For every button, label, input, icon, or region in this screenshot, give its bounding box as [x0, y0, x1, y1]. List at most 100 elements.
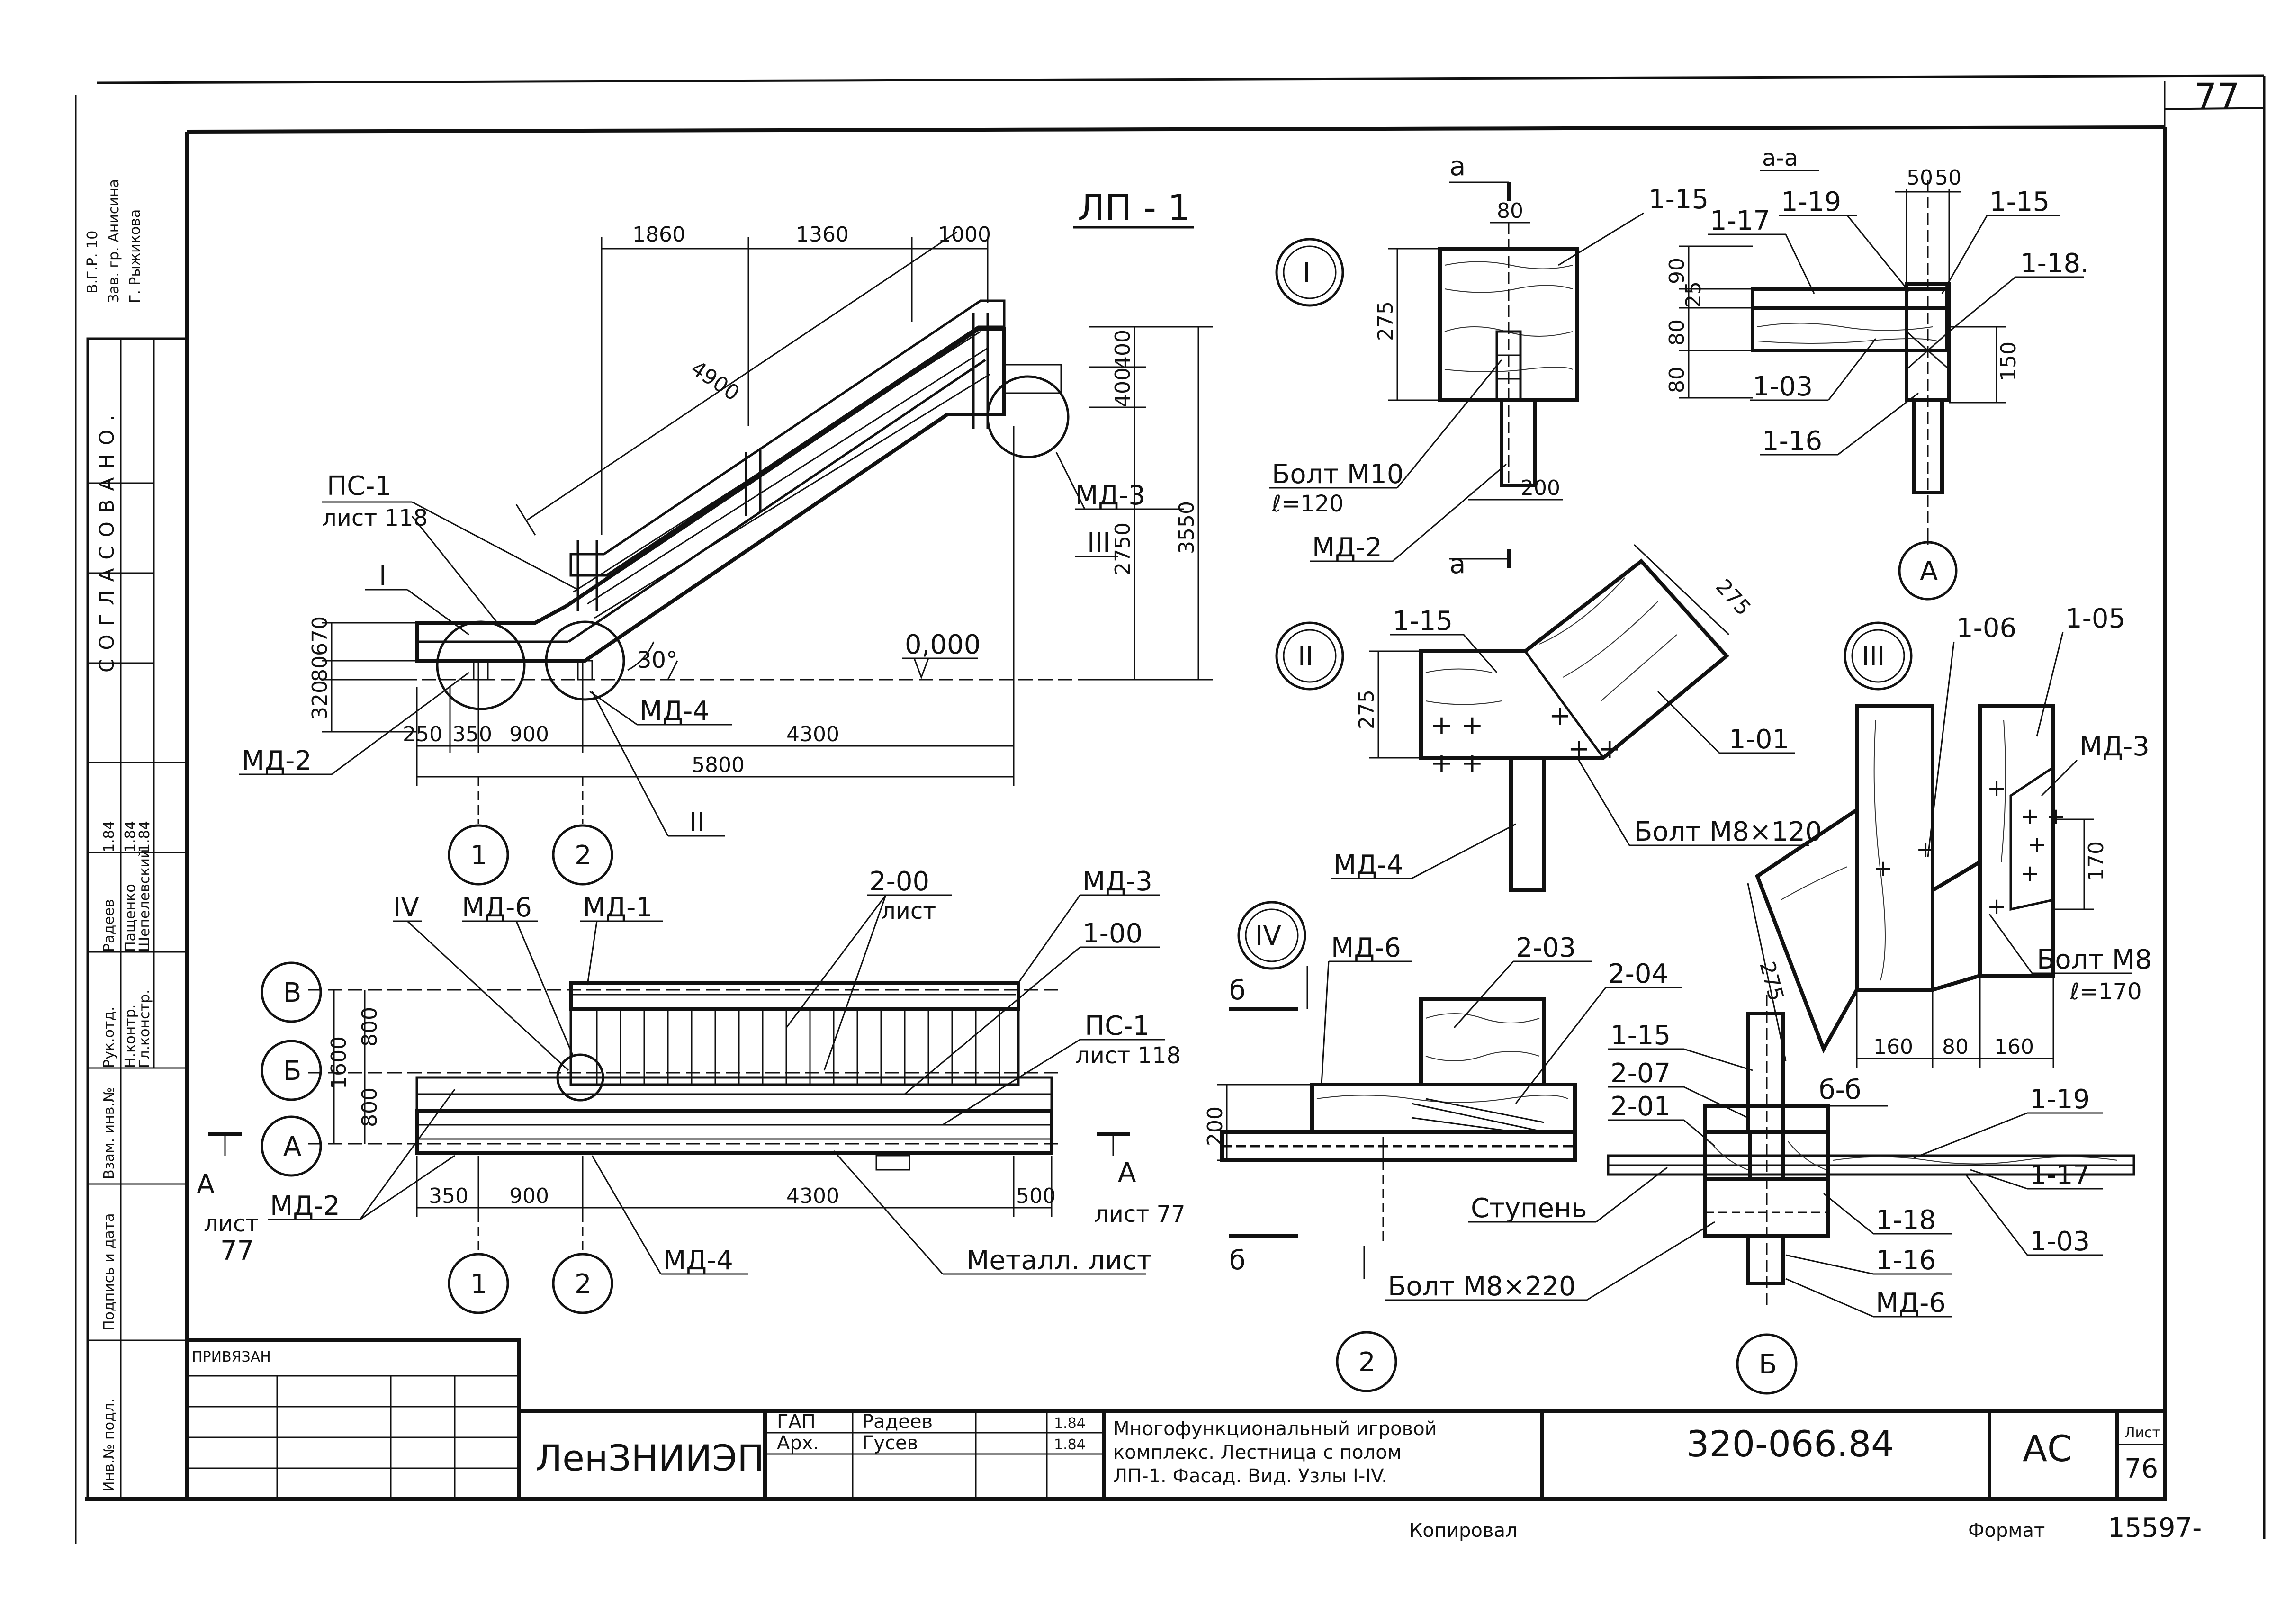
node-4-cut-top: б [1229, 975, 1246, 1006]
signer-name-3: Шепелевский [136, 849, 153, 952]
node-4-label-md6: МД-6 [1331, 933, 1401, 963]
node-2-dim-1: 275 [1355, 690, 1379, 729]
section-aa-title: а-а [1762, 145, 1798, 171]
plan-callout-iv: IV [393, 892, 419, 923]
page-number: 77 [2194, 75, 2240, 117]
dim-left-3: 320 [308, 680, 332, 720]
dim-left-1: 670 [308, 616, 332, 656]
angle-label: 30° [637, 647, 677, 673]
node-3-label-l170: ℓ=170 [2069, 978, 2142, 1005]
node-ref-1: I [379, 561, 387, 592]
main-axis-2: 2 [575, 840, 592, 871]
dim-top-2: 1360 [796, 223, 849, 247]
callout-list118: лист 118 [322, 505, 428, 531]
node-4-label-203: 2-03 [1516, 933, 1576, 963]
title-code: 320-066.84 [1686, 1423, 1894, 1465]
plan-callout-md3: МД-3 [1082, 866, 1152, 897]
node-ref-3: III [1087, 528, 1111, 558]
dim-bottom-4: 4300 [786, 722, 839, 746]
node-2-label-115: 1-15 [1393, 606, 1453, 637]
node-3-label-bolt: Болт М8 [2037, 944, 2152, 975]
svg-text:+ +: + + [1430, 748, 1484, 779]
signer-date-1: 1.84 [101, 821, 117, 852]
dim-total: 5800 [692, 753, 745, 777]
callout-md4: МД-4 [639, 696, 710, 727]
footer-copied: Копировал [1409, 1520, 1518, 1542]
plan-section-right-list: лист 77 [1094, 1201, 1186, 1228]
svg-text:+: + [2027, 832, 2046, 858]
strip-note-3: Г. Рыжикова [127, 209, 144, 303]
section-aa-dim-6: 80 [1665, 367, 1689, 393]
plan-callout-list118: лист 118 [1075, 1042, 1181, 1069]
plan-callout-md2: МД-2 [270, 1191, 340, 1221]
node-1-dim-2: 275 [1374, 301, 1398, 341]
node-3-dim-5: 160 [1994, 1035, 2034, 1059]
svg-text:+: + [1916, 836, 1935, 863]
main-view-title: ЛП - 1 [1078, 187, 1190, 229]
node-3: III + + + + + + + + 275 170 160 80 160 1… [1747, 603, 2152, 1107]
dim-right-1: 400 [1111, 330, 1135, 369]
field-inv-podl: Инв.№ подл. [101, 1399, 117, 1492]
plan-callout-md4: МД-4 [663, 1245, 733, 1276]
plan-dim-bottom-1: 350 [429, 1184, 468, 1208]
node-1-cut-bottom: а [1449, 549, 1466, 580]
dim-flight: 4900 [686, 356, 744, 406]
plan-dim-bottom-4: 500 [1016, 1184, 1056, 1208]
dim-right-3: 2750 [1111, 522, 1135, 575]
node-2-bolts: + + + + + + + [1430, 700, 1621, 779]
plan-dim-left-2: 1600 [327, 1036, 351, 1089]
dim-right-4: 3550 [1175, 501, 1199, 554]
signer-role-3: Гл.констр. [136, 989, 153, 1068]
section-aa-label-117: 1-17 [1710, 206, 1770, 236]
staff-name-1: Радеев [862, 1411, 933, 1433]
staff-role-2: Арх. [777, 1432, 819, 1454]
sheet-frame: 77 [75, 74, 2266, 1544]
footer-format: Формат [1968, 1520, 2045, 1542]
section-aa-dim-2: 50 [1935, 166, 1961, 190]
dim-right-2: 400 [1111, 368, 1135, 407]
dim-bottom-3: 900 [509, 722, 549, 746]
strip-note-1: В.Г.Р. 10 [84, 231, 101, 294]
plan-view: В Б А 800 1600 800 350 900 4300 500 1 2 … [197, 866, 1186, 1314]
node-1-label-115: 1-15 [1648, 184, 1709, 215]
node-4-cut-bottom: б [1229, 1245, 1246, 1276]
node-3-dim-4: 80 [1942, 1035, 1969, 1059]
node-3-dim-2: 275 [1754, 959, 1788, 1004]
plan-row-b: Б [283, 1056, 301, 1086]
node-1-id: I [1303, 258, 1311, 288]
node-4-label-117: 1-17 [2030, 1160, 2090, 1191]
plan-section-right-letter: А [1118, 1157, 1136, 1188]
title-org: ЛенЗНИИЭП [535, 1437, 764, 1479]
staff-role-1: ГАП [777, 1411, 816, 1433]
node-4-axis-2: 2 [1358, 1347, 1376, 1378]
node-4-label-119: 1-19 [2030, 1084, 2090, 1115]
section-aa-dim-7: 150 [1997, 341, 2021, 381]
node-4-axis-b: Б [1759, 1349, 1777, 1380]
title-bound: ПРИВЯЗАН [192, 1349, 271, 1365]
node-1-label-l120: ℓ=120 [1271, 491, 1344, 517]
svg-text:+ +: + + [1430, 710, 1484, 741]
plan-section-left-letter: А [197, 1169, 215, 1200]
plan-callout-200: 2-00 [869, 866, 929, 897]
dim-left-2: 80 [308, 655, 332, 682]
node-4: IV б б 200 2 МД-6 2-03 2-04 [1203, 901, 2135, 1395]
staff-date-1: 1.84 [1054, 1415, 1086, 1432]
svg-text:+: + [1873, 855, 1892, 882]
main-elevation-view: ЛП - 1 30° 0,000 [239, 187, 1213, 886]
section-aa-dim-1: 50 [1907, 166, 1933, 190]
node-3-label-106: 1-06 [1956, 613, 2016, 644]
node-4-label-bolt: Болт М8×220 [1388, 1271, 1576, 1302]
title-sheet: 76 [2124, 1454, 2158, 1484]
plan-section-left-num: 77 [220, 1236, 254, 1266]
signer-date-3: 1.84 [136, 821, 153, 852]
plan-callout-md1: МД-1 [583, 892, 653, 923]
node-4-dim-1: 200 [1203, 1106, 1227, 1146]
node-1-dim-1: 80 [1497, 199, 1523, 223]
node-4-label-103: 1-03 [2030, 1226, 2090, 1257]
node-2-label-bolt: Болт М8×120 [1634, 816, 1822, 847]
signer-role-2: Н.контр. [122, 1005, 139, 1068]
node-2-label-101: 1-01 [1729, 724, 1789, 755]
node-4-label-116: 1-16 [1876, 1245, 1936, 1276]
node-1-dim-3: 200 [1520, 476, 1560, 500]
